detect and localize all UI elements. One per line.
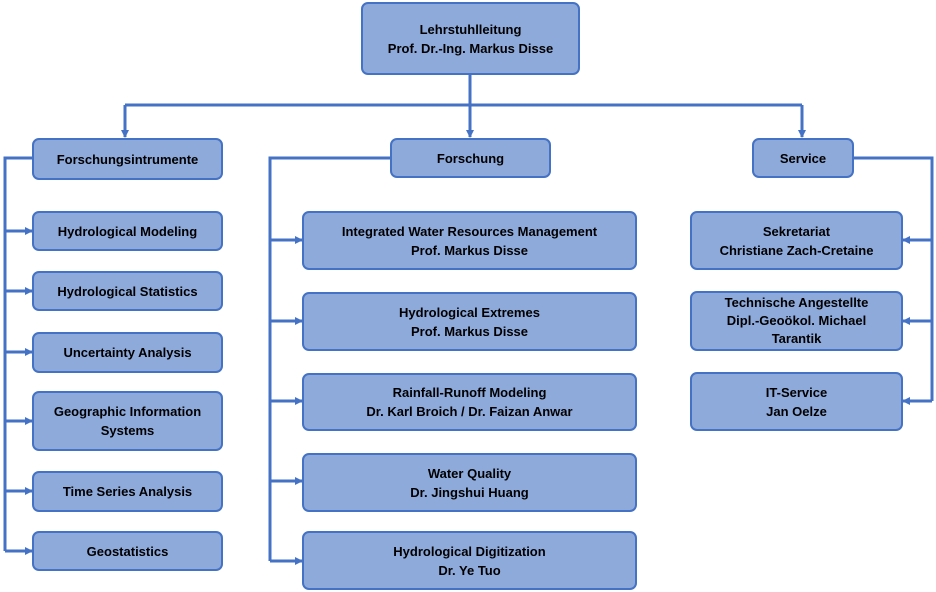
node-label: Sekretariat (762, 223, 831, 239)
node-water-quality: Water Quality Dr. Jingshui Huang (302, 453, 637, 512)
node-rainfall-runoff-modeling: Rainfall-Runoff Modeling Dr. Karl Broich… (302, 373, 637, 431)
node-label: Rainfall-Runoff Modeling (392, 385, 547, 400)
node-label: Hydrological Digitization (393, 543, 546, 559)
node-label: Geostatistics (86, 543, 169, 559)
node-label: Hydrological Extremes (399, 304, 540, 320)
node-person: Dr. Karl Broich / Dr. Faizan Anwar (366, 404, 573, 419)
node-hydrological-digitization: Hydrological Digitization Dr. Ye Tuo (302, 531, 637, 590)
node-person: Dr. Jingshui Huang (410, 484, 529, 500)
node-person: Prof. Markus Disse (410, 323, 529, 339)
root-person: Prof. Dr.-Ing. Markus Disse (387, 40, 554, 56)
node-geographic-information-systems: Geographic Information Systems (32, 391, 223, 451)
node-label: Uncertainty Analysis (63, 345, 192, 360)
node-geostatistics: Geostatistics (32, 531, 223, 571)
node-person: Dipl.-Geoökol. Michael (726, 313, 867, 328)
node-hydrological-modeling: Hydrological Modeling (32, 211, 223, 251)
header-label: Service (779, 150, 827, 166)
node-label: Hydrological Statistics (57, 283, 198, 299)
node-label: IT-Service (765, 384, 828, 400)
node-sekretariat: Sekretariat Christiane Zach-Cretaine (690, 211, 903, 270)
node-label: Technische Angestellte (724, 295, 869, 310)
node-person-line2: Tarantik (771, 331, 822, 346)
forschung-spine (268, 156, 390, 561)
root-box: Lehrstuhlleitung Prof. Dr.-Ing. Markus D… (361, 2, 580, 75)
node-label: Integrated Water Resources Management (341, 223, 598, 239)
node-time-series-analysis: Time Series Analysis (32, 471, 223, 512)
node-person: Dr. Ye Tuo (438, 562, 501, 578)
node-label: Hydrological Modeling (57, 223, 198, 239)
node-it-service: IT-Service Jan Oelze (690, 372, 903, 431)
header-label: Forschungsintrumente (56, 151, 199, 167)
header-forschungsinstrumente: Forschungsintrumente (32, 138, 223, 180)
service-spine (854, 156, 934, 401)
node-hydrological-statistics: Hydrological Statistics (32, 271, 223, 311)
node-person: Jan Oelze (766, 403, 827, 419)
node-label: Time Series Analysis (62, 484, 193, 499)
node-label-line2: Systems (100, 423, 155, 438)
header-label: Forschung (436, 150, 505, 166)
node-hydrological-extremes: Hydrological Extremes Prof. Markus Disse (302, 292, 637, 351)
header-service: Service (752, 138, 854, 178)
node-person: Prof. Markus Disse (410, 242, 529, 258)
node-uncertainty-analysis: Uncertainty Analysis (32, 332, 223, 373)
node-label: Water Quality (427, 465, 512, 481)
node-technische-angestellte: Technische Angestellte Dipl.-Geoökol. Mi… (690, 291, 903, 351)
node-person: Christiane Zach-Cretaine (719, 242, 874, 258)
root-title: Lehrstuhlleitung (419, 21, 522, 37)
header-forschung: Forschung (390, 138, 551, 178)
node-integrated-water-resources-management: Integrated Water Resources Management Pr… (302, 211, 637, 270)
node-label: Geographic Information (53, 404, 202, 419)
